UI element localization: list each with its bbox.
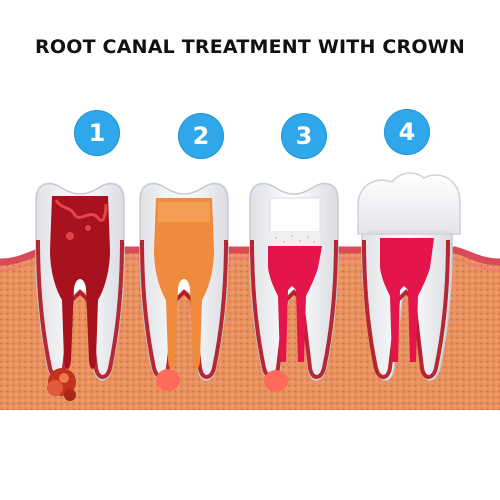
tooth-3-filled bbox=[249, 182, 339, 392]
tooth-2-cleaned bbox=[139, 182, 229, 391]
diagram-title: ROOT CANAL TREATMENT WITH CROWN bbox=[35, 36, 465, 58]
step-1-badge: 1 bbox=[74, 110, 120, 156]
step-3-badge: 3 bbox=[281, 113, 327, 159]
tooth-1-infected bbox=[35, 182, 125, 401]
step-4-badge: 4 bbox=[384, 109, 430, 155]
step-2-badge: 2 bbox=[178, 113, 224, 159]
tooth-4-crowned bbox=[357, 172, 461, 381]
